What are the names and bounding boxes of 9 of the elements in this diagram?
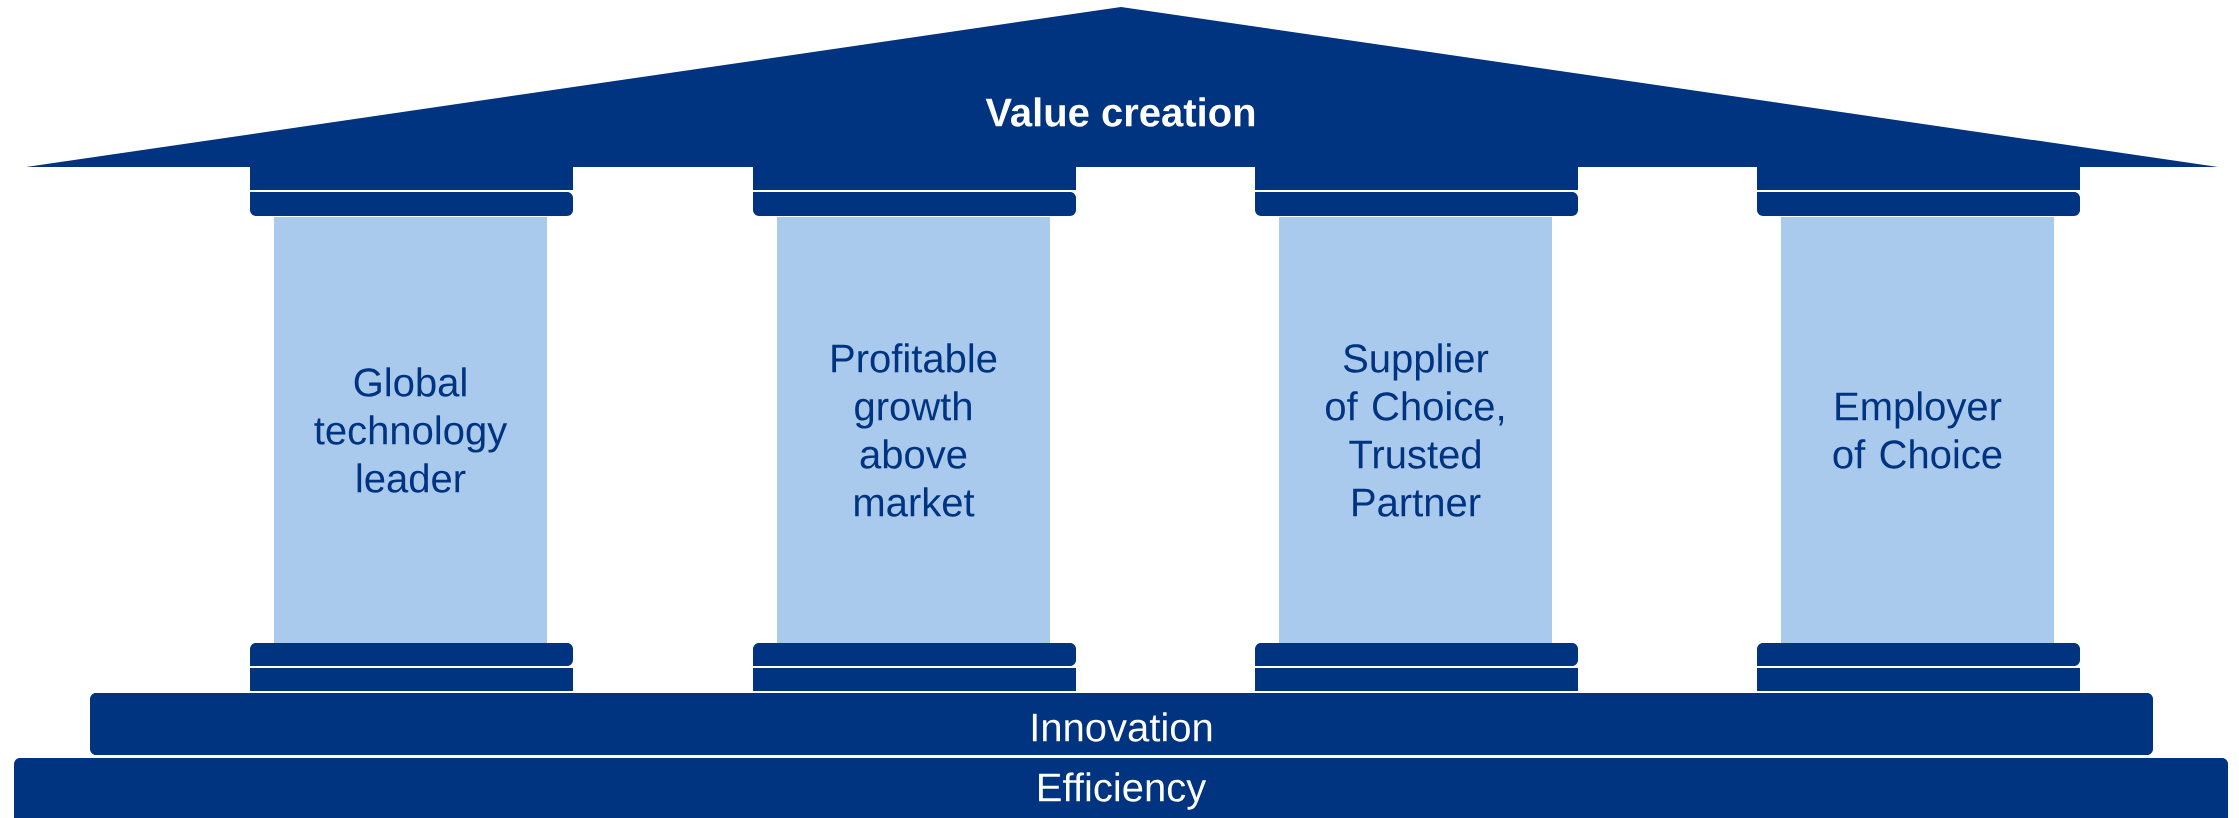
column-box: Global technology leader <box>274 217 547 643</box>
roof-triangle: Value creation <box>26 7 2218 167</box>
column-box: Supplier of Choice, Trusted Partner <box>1279 217 1552 643</box>
platform-band: Efficiency <box>14 758 2228 818</box>
node-label: Innovation <box>1032 712 1212 742</box>
column-box: Profitable growth above market <box>777 217 1050 643</box>
node-label: Value creation <box>985 97 1255 127</box>
platform-band: Innovation <box>90 693 2153 755</box>
column-box: Employer of Choice <box>1781 217 2054 643</box>
